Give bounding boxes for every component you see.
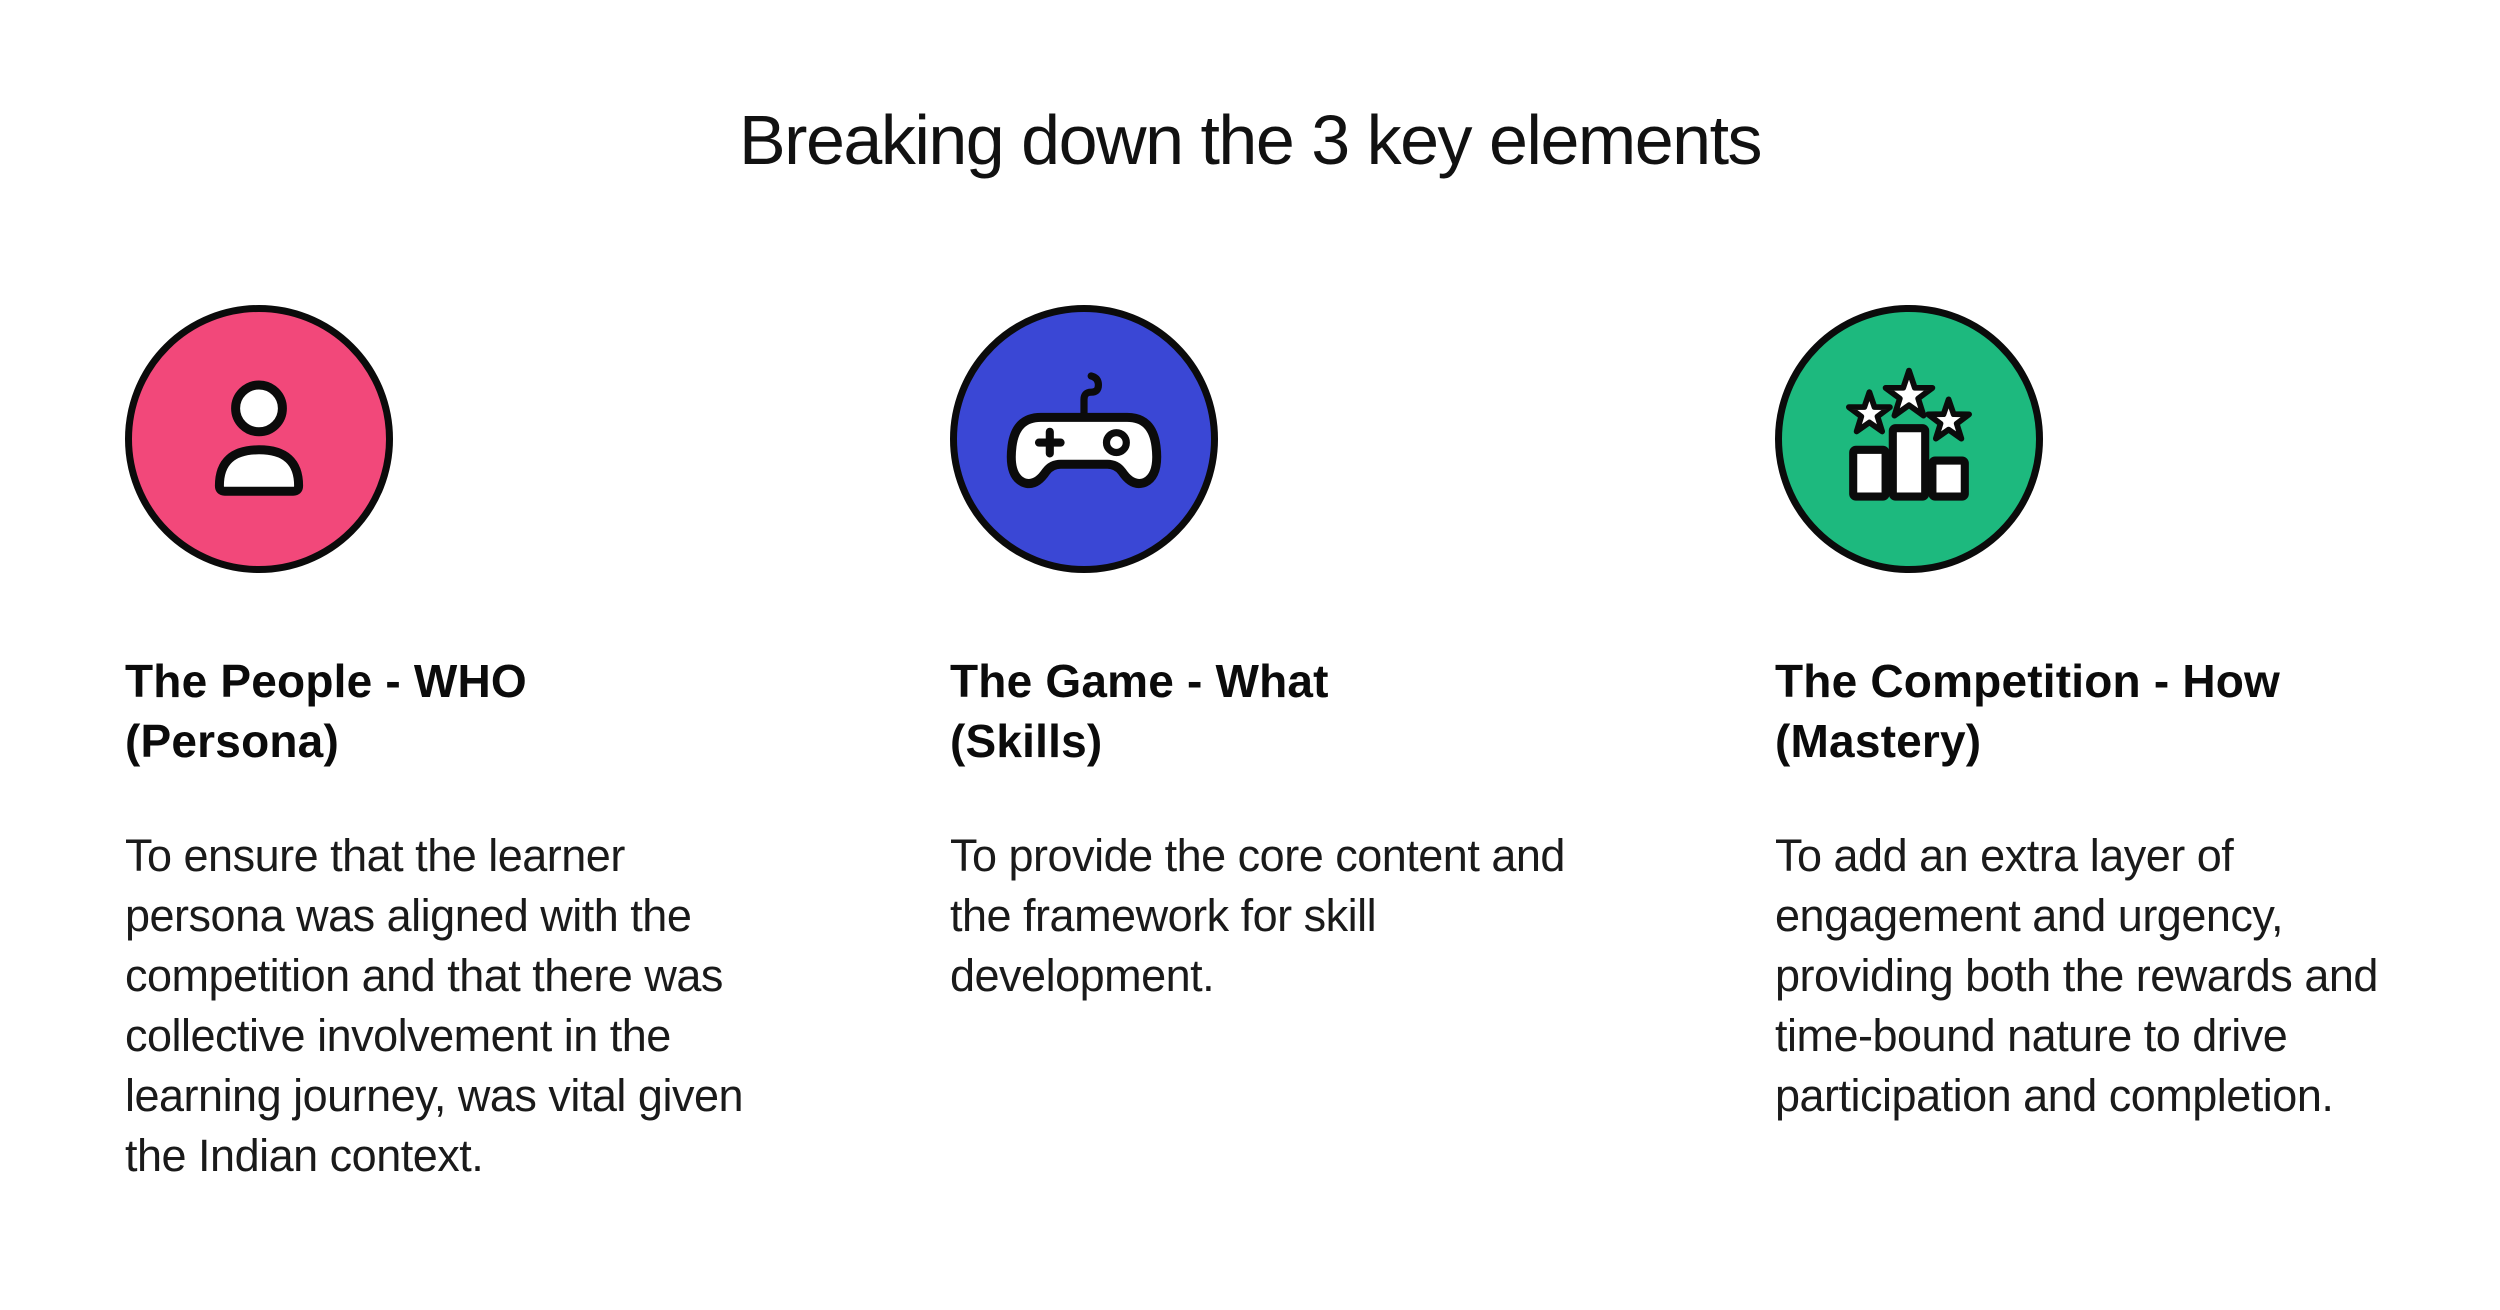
people-description: To ensure that the learner persona was a… bbox=[125, 830, 744, 1181]
person-icon bbox=[214, 380, 304, 496]
element-column-game: The Game - What (Skills) To provide the … bbox=[950, 305, 1650, 1006]
element-column-people: The People - WHO (Persona) To ensure tha… bbox=[125, 305, 825, 1186]
people-heading: The People - WHO (Persona) bbox=[125, 655, 527, 767]
game-heading: The Game - What (Skills) bbox=[950, 655, 1329, 767]
game-icon-circle bbox=[950, 305, 1218, 573]
element-column-competition: The Competition - How (Mastery) To add a… bbox=[1775, 305, 2475, 1126]
competition-heading: The Competition - How (Mastery) bbox=[1775, 655, 2281, 767]
game-description: To provide the core content and the fram… bbox=[950, 830, 1565, 1001]
gamepad-icon bbox=[1006, 372, 1162, 489]
page-title: Breaking down the 3 key elements bbox=[738, 101, 1763, 179]
podium-stars-icon bbox=[1846, 367, 1973, 501]
competition-icon-circle bbox=[1775, 305, 2043, 573]
competition-description: To add an extra layer of engagement and … bbox=[1775, 830, 2378, 1121]
people-icon-circle bbox=[125, 305, 393, 573]
